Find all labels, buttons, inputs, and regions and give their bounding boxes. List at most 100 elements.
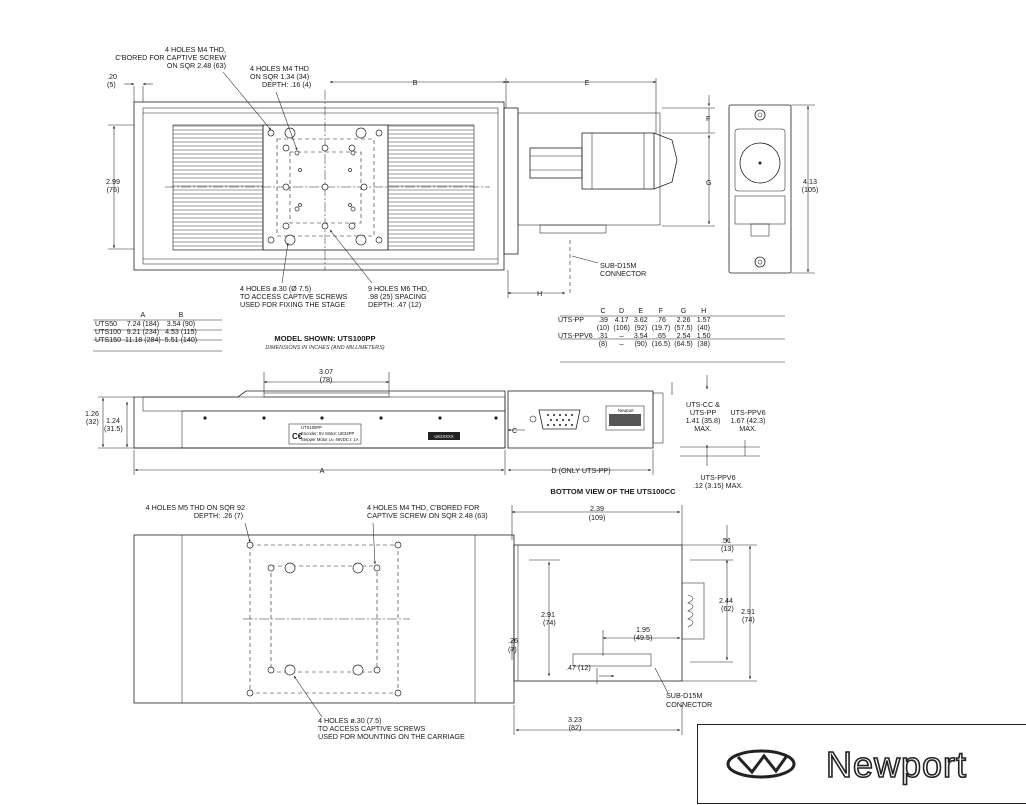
svg-text:Stepper Motor U= 48VDC I: 1A: Stepper Motor U= 48VDC I: 1A (301, 437, 359, 442)
bottom-housing (513, 544, 683, 682)
top-connector-label: SUB-D15M CONNECTOR (600, 261, 646, 278)
svg-text:CONNECTOR: CONNECTOR (666, 700, 712, 709)
bottom-view-title: BOTTOM VIEW OF THE UTS100CC (550, 487, 676, 496)
svg-text:C'BORED FOR CAPTIVE SCREW: C'BORED FOR CAPTIVE SCREW (115, 53, 226, 62)
svg-text:C€: C€ (292, 432, 303, 441)
dim-244: 2.44 (719, 596, 733, 605)
dim-51: .51 (721, 536, 731, 545)
motor (581, 132, 655, 190)
svg-text:UTS100PP: UTS100PP (301, 425, 322, 430)
svg-text:USED FOR FIXING THE STAGE: USED FOR FIXING THE STAGE (240, 300, 345, 309)
svg-text:UK2XXXX: UK2XXXX (434, 434, 454, 439)
svg-text:TO ACCESS CAPTIVE SCREWS: TO ACCESS CAPTIVE SCREWS (240, 292, 348, 301)
dim-side-height-mm: (105) (802, 185, 819, 194)
dim-f: F (706, 114, 711, 123)
dim-26-mm: (7) (508, 645, 517, 654)
dim-b: B (413, 78, 418, 87)
svg-text:.12 (3.15) MAX.: .12 (3.15) MAX. (693, 481, 743, 490)
svg-text:ON SQR 1.34 (34): ON SQR 1.34 (34) (250, 72, 309, 81)
svg-text:4 HOLES ø.30 (Ø 7.5): 4 HOLES ø.30 (Ø 7.5) (240, 284, 311, 293)
dim-291-left-mm: (74) (543, 618, 556, 627)
left-bellows (172, 124, 264, 251)
dim-edge: .20 (107, 72, 117, 81)
table-row: UTS50 7.24 (184) 3.54 (90) (95, 320, 196, 328)
dim-239: 2.39 (590, 504, 604, 513)
svg-text:1.67 (42.3): 1.67 (42.3) (731, 416, 766, 425)
svg-text:MAX.: MAX. (739, 424, 757, 433)
top-callout-m4-thd: 4 HOLES M4 THD ON SQR 1.34 (34) DEPTH: .… (250, 64, 311, 89)
svg-text:SUB-D15M: SUB-D15M (666, 691, 702, 700)
dim-51-mm: (13) (721, 544, 734, 553)
dim-244-mm: (62) (721, 604, 734, 613)
svg-text:USED FOR MOUNTING ON THE CARRI: USED FOR MOUNTING ON THE CARRIAGE (318, 732, 465, 741)
table-row: UTS150 11.18 (284) 5.51 (140) (95, 336, 198, 344)
top-callout-captive: 4 HOLES ø.30 (Ø 7.5) TO ACCESS CAPTIVE S… (240, 284, 348, 309)
svg-text:MAX.: MAX. (694, 424, 712, 433)
dim-323-mm: (82) (569, 723, 582, 732)
table-row: UTS100 9.21 (234) 4.53 (115) (95, 328, 197, 336)
dim-g: G (706, 178, 712, 187)
dim-126-mm: (32) (86, 417, 99, 426)
svg-text:UTS-PPV6: UTS-PPV6 (730, 408, 765, 417)
model-title: MODEL SHOWN: UTS100PP (274, 334, 375, 343)
table-row: UTS-PPV6 .31 – 3.54 .65 2.54 1.50 (558, 332, 711, 340)
brand-box: Newport (697, 724, 1026, 804)
top-callout-m4-cbored: 4 HOLES M4 THD, C'BORED FOR CAPTIVE SCRE… (115, 45, 226, 70)
table-row: UTS-PP .39 4.17 3.62 .76 2.26 1.57 (558, 316, 711, 324)
table-ab: A B UTS50 7.24 (184) 3.54 (90) UTS100 9.… (95, 311, 198, 344)
svg-text:CAPTIVE SCREW ON SQR 2.48 (63): CAPTIVE SCREW ON SQR 2.48 (63) (367, 511, 488, 520)
bottom-callout-m4: 4 HOLES M4 THD, C'BORED FOR CAPTIVE SCRE… (367, 503, 488, 520)
svg-text:ON SQR 2.48 (63): ON SQR 2.48 (63) (167, 61, 226, 70)
callout-ppv6-bottom: UTS-PPV6 .12 (3.15) MAX. (693, 473, 743, 490)
svg-text:.98 (25) SPACING: .98 (25) SPACING (368, 292, 427, 301)
svg-text:1.41 (35.8): 1.41 (35.8) (686, 416, 721, 425)
dim-126: 1.26 (85, 409, 99, 418)
dim-291-right-mm: (74) (742, 615, 755, 624)
bottom-callout-captive: 4 HOLES ø.30 (7.5) TO ACCESS CAPTIVE SCR… (318, 716, 465, 741)
dim-195-mm: (49.5) (634, 633, 653, 642)
db15-connector (538, 409, 581, 430)
dim-e: E (585, 78, 590, 87)
svg-text:9 HOLES M6 THD,: 9 HOLES M6 THD, (368, 284, 429, 293)
dim-26: .26 (508, 636, 518, 645)
model-subtitle: DIMENSIONS IN INCHES (AND MILLIMETERS) (265, 345, 384, 351)
svg-text:Encoder: 5V Motor: UE34PP: Encoder: 5V Motor: UE34PP (301, 431, 355, 436)
svg-text:UTS-PPV6: UTS-PPV6 (700, 473, 735, 482)
dim-239-mm: (109) (589, 513, 606, 522)
dim-c: C (512, 426, 517, 435)
dim-top-307: 3.07 (319, 367, 333, 376)
svg-text:4 HOLES M4 THD,: 4 HOLES M4 THD, (165, 45, 226, 54)
dim-291-left: 2.91 (541, 610, 555, 619)
dim-d: D (ONLY UTS-PP) (551, 466, 610, 475)
svg-text:DEPTH: .47 (12): DEPTH: .47 (12) (368, 300, 421, 309)
top-callout-m6: 9 HOLES M6 THD, .98 (25) SPACING DEPTH: … (368, 284, 429, 309)
svg-text:CONNECTOR: CONNECTOR (600, 269, 646, 278)
dim-124-mm: (31.5) (104, 424, 123, 433)
svg-text:4 HOLES M4 THD, C'BORED FOR: 4 HOLES M4 THD, C'BORED FOR (367, 503, 479, 512)
product-label (288, 423, 362, 445)
dim-top-307-mm: (78) (320, 375, 333, 384)
dim-195: 1.95 (636, 625, 650, 634)
svg-text:UTS-CC &: UTS-CC & (686, 400, 720, 409)
top-view: 4 HOLES M4 THD, C'BORED FOR CAPTIVE SCRE… (106, 45, 818, 309)
side-view: UTS100PP Encoder: 5V Motor: UE34PP Stepp… (85, 367, 766, 490)
connector-top (539, 224, 607, 234)
bottom-connector (572, 653, 652, 667)
bottom-view: 4 HOLES M5 THD ON SQR 92 DEPTH: .26 (7) … (133, 503, 757, 741)
bottom-connector-label: SUB-D15M CONNECTOR (666, 691, 712, 709)
end-view (728, 104, 792, 274)
newport-logo-icon: Newport (726, 743, 967, 786)
dim-291-right: 2.91 (741, 607, 755, 616)
carriage (262, 124, 389, 251)
dim-width: 2.99 (106, 177, 120, 186)
table-cdefgh: C D E F G H UTS-PP .39 4.17 3.62 .76 2.2… (558, 307, 711, 348)
dim-width-mm: (76) (107, 185, 120, 194)
bottom-callout-m5: 4 HOLES M5 THD ON SQR 92 DEPTH: .26 (7) (146, 503, 245, 520)
dim-edge-mm: (5) (107, 80, 116, 89)
svg-text:TO ACCESS CAPTIVE SCREWS: TO ACCESS CAPTIVE SCREWS (318, 724, 426, 733)
dim-124: 1.24 (106, 416, 120, 425)
right-bellows (387, 124, 475, 251)
carriage-holes (267, 127, 383, 246)
callout-cc-pp: UTS-CC & UTS-PP 1.41 (35.8) MAX. (686, 400, 721, 433)
